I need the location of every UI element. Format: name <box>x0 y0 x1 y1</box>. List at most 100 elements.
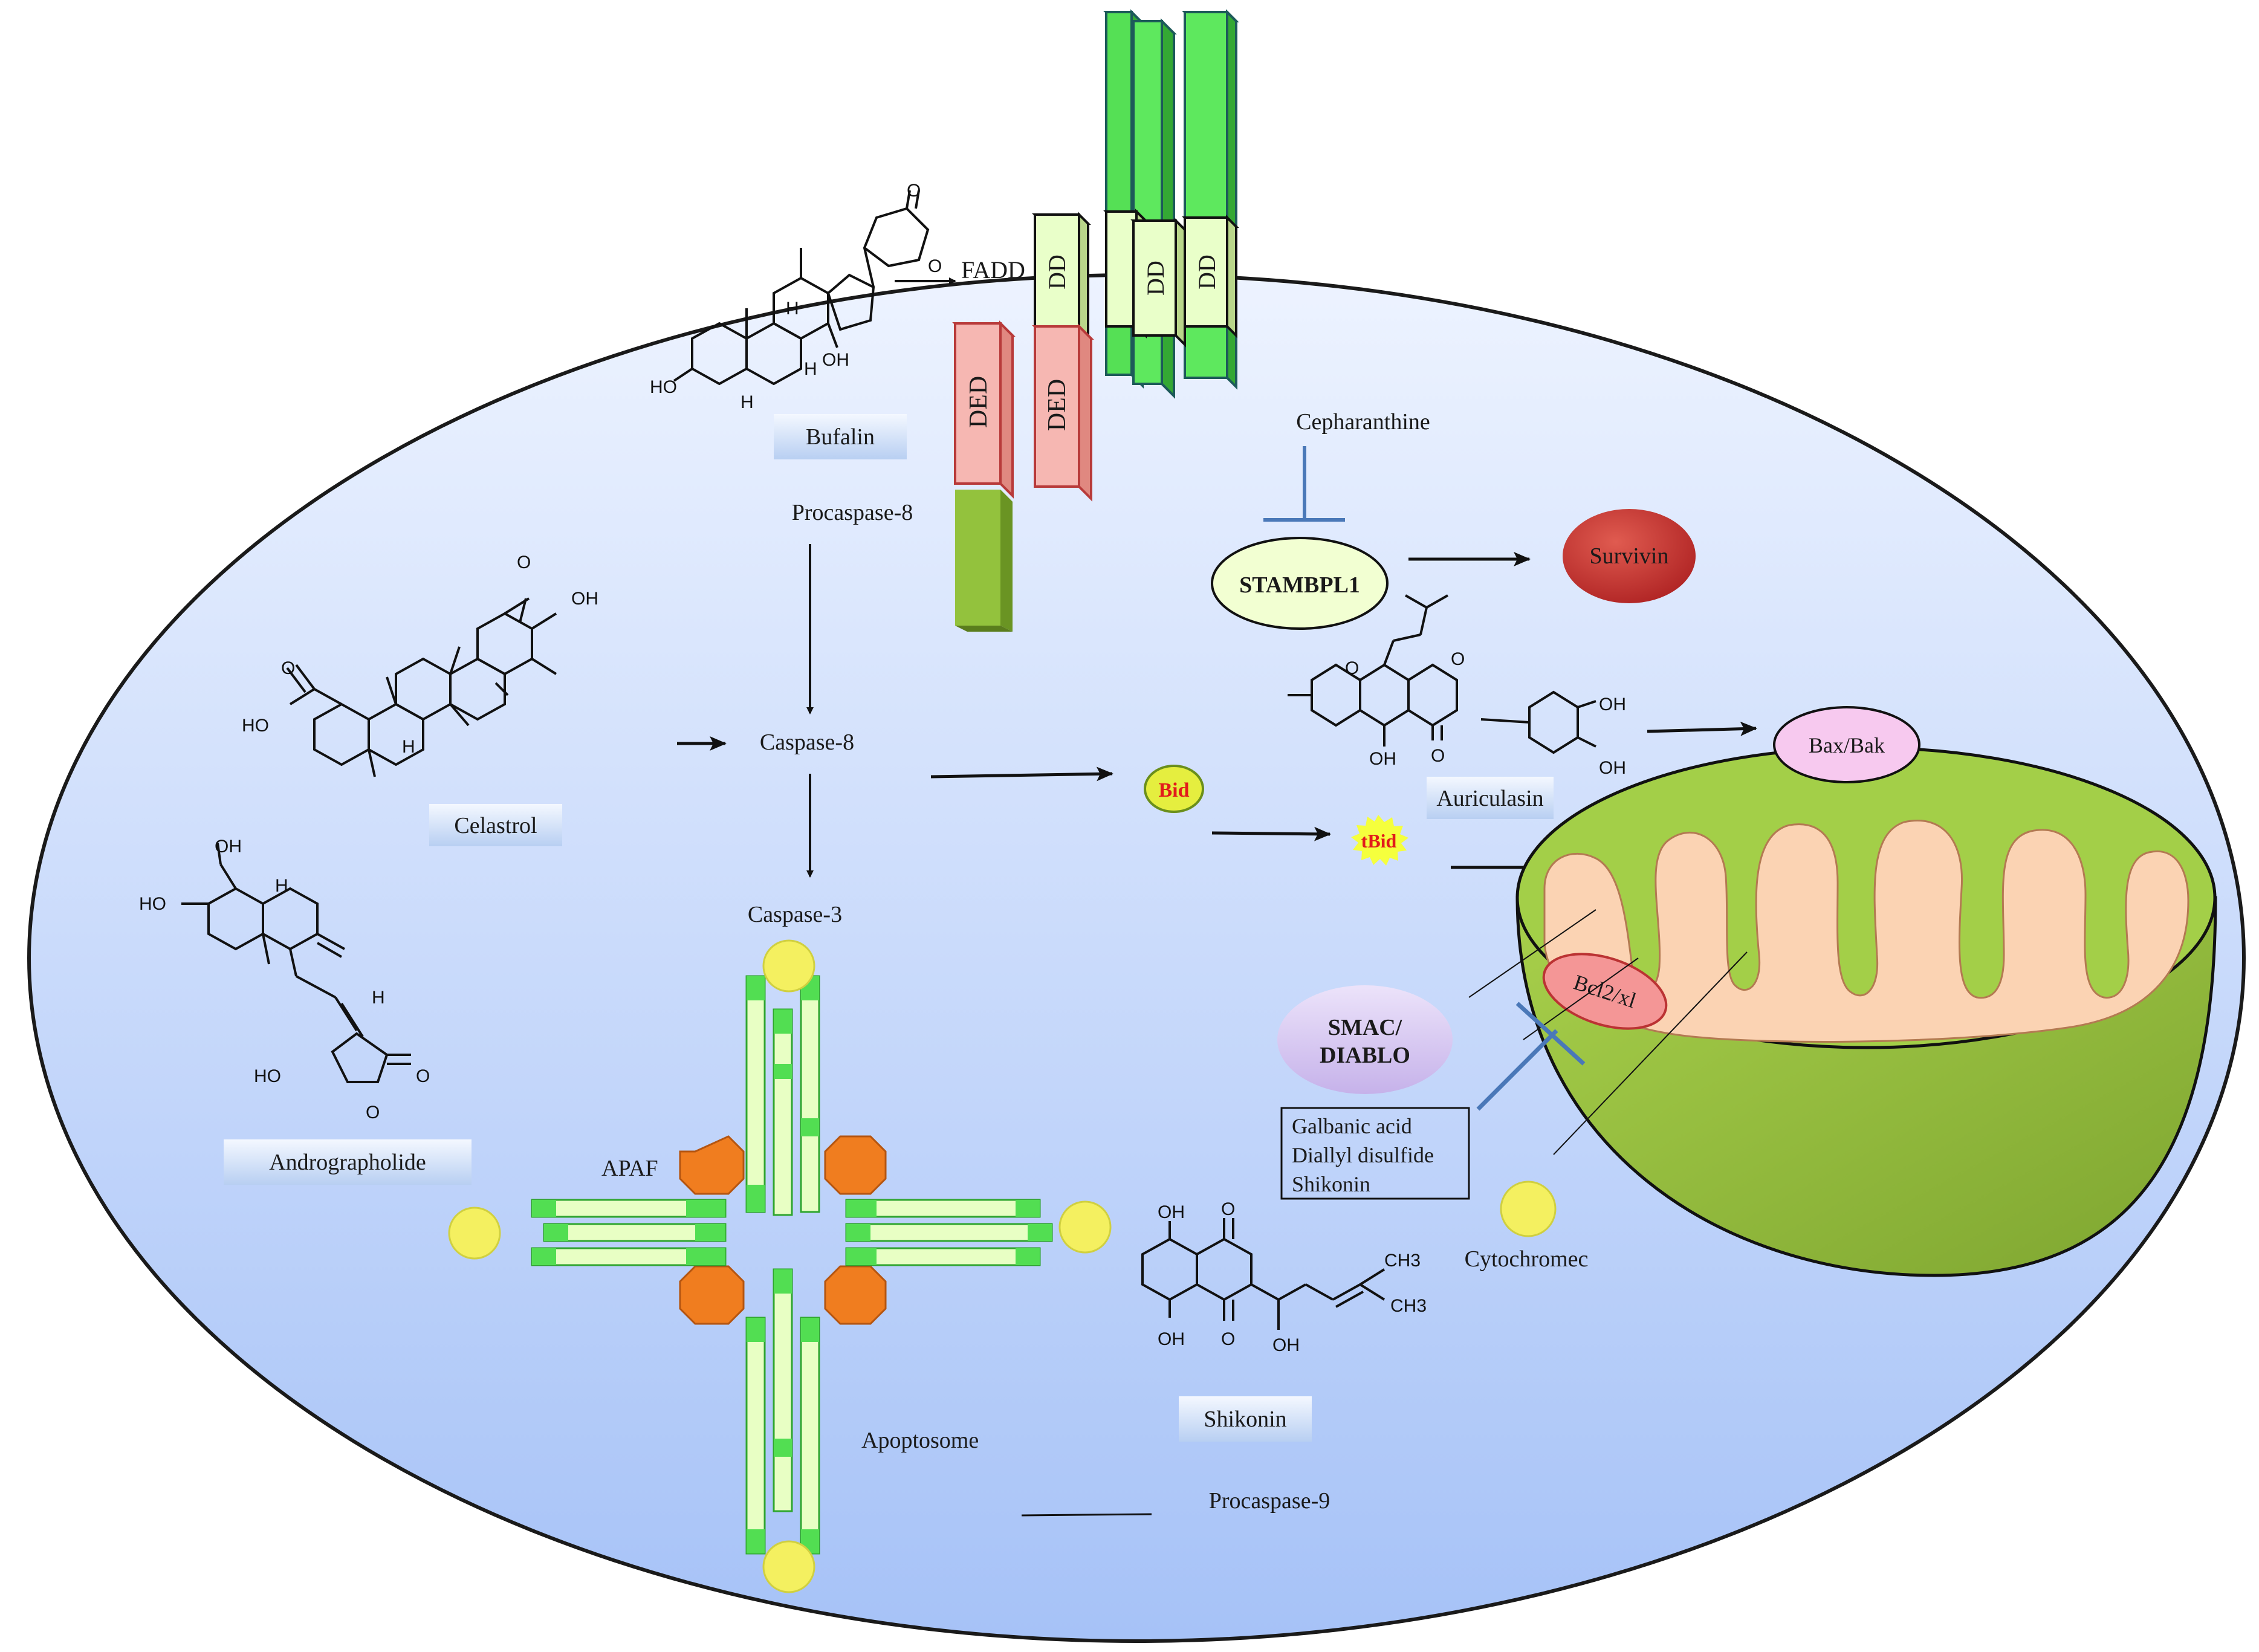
shikonin-o2: O <box>1221 1329 1235 1349</box>
inhibitors-box <box>1280 1107 1470 1200</box>
shikonin-ch3-2: CH3 <box>1390 1296 1427 1316</box>
ded-label-1: DED <box>965 376 993 428</box>
bid-label: Bid <box>1158 779 1189 802</box>
shikonin-oh3: OH <box>1272 1335 1300 1355</box>
procaspase9-label: Procaspase-9 <box>1209 1488 1330 1514</box>
dd-label-2: DD <box>1142 261 1169 296</box>
bufalin-ho: HO <box>650 377 677 397</box>
celastrol-label-box <box>429 804 562 846</box>
bufalin-h3: H <box>741 392 754 412</box>
release-line-cytochrome <box>1553 951 1748 1155</box>
andro-o-ring: O <box>366 1103 380 1122</box>
bufalin-h2: H <box>804 359 817 379</box>
mitochondrion-cristae <box>1543 820 2189 1043</box>
arrow-caspase8-bid <box>930 766 1113 782</box>
shikonin-label: Shikonin <box>1204 1407 1286 1432</box>
arrow-bid-tbid <box>1211 826 1331 841</box>
caspase3-label: Caspase-3 <box>748 902 842 927</box>
ded-box-right: DED <box>1032 323 1094 502</box>
celastrol-o: O <box>517 552 531 572</box>
apaf-unit <box>824 1135 887 1195</box>
auric-o2: O <box>1451 649 1465 669</box>
andro-ho2: HO <box>254 1066 281 1086</box>
andro-ho: HO <box>139 894 166 914</box>
bid-node <box>1144 765 1204 813</box>
ded-box-left: DED <box>952 320 1016 499</box>
stambpl1-label: STAMBPL1 <box>1239 572 1360 598</box>
cytochrome-label: Cytochromec <box>1465 1246 1589 1272</box>
fadd-label: FADD <box>961 256 1025 283</box>
procaspase9-line <box>1021 1513 1152 1517</box>
bcl2-node <box>1542 953 1668 1030</box>
bufalin-label: Bufalin <box>806 424 875 450</box>
shikonin-oh2: OH <box>1158 1329 1185 1349</box>
bufalin-label-box <box>774 414 907 459</box>
auriculasin-structure <box>1288 594 1596 754</box>
apaf-unit <box>679 1265 745 1325</box>
procaspase8-domain <box>955 490 1013 632</box>
celastrol-h: H <box>402 737 415 757</box>
baxbak-node <box>1773 706 1920 783</box>
inhibit-line-bcl2 <box>1476 1029 1558 1111</box>
ded-label-2: DED <box>1043 379 1071 431</box>
survivin-node <box>1563 509 1696 603</box>
andro-oh: OH <box>215 837 242 857</box>
auriculasin-label-box <box>1427 777 1554 819</box>
fadd-dd-box: DD <box>1032 212 1091 338</box>
celastrol-o2: O <box>281 658 295 678</box>
baxbak-label: Bax/Bak <box>1809 733 1885 757</box>
celastrol-structure <box>286 597 557 777</box>
celastrol-label: Celastrol <box>454 813 537 838</box>
andrographolide-label: Andrographolide <box>269 1150 426 1175</box>
inhibitor-2: Diallyl disulfide <box>1292 1143 1434 1167</box>
auric-o3: O <box>1431 746 1445 766</box>
apaf-label: APAF <box>601 1156 658 1181</box>
stambpl1-node <box>1211 537 1389 630</box>
shikonin-label-box <box>1179 1396 1312 1442</box>
caspase-node <box>448 1207 501 1260</box>
caspase8-label: Caspase-8 <box>760 730 854 755</box>
procaspase8-label: Procaspase-8 <box>792 500 913 525</box>
smac-label-line1: SMAC/ <box>1328 1015 1402 1040</box>
dd-label-1: DD <box>1043 254 1071 290</box>
cytochrome-c-node <box>1500 1181 1557 1237</box>
caspase-node <box>1058 1200 1112 1254</box>
apaf-unit <box>679 1135 745 1195</box>
mitochondrion <box>1515 746 2217 1277</box>
auric-oh1: OH <box>1369 749 1396 769</box>
andro-o: O <box>416 1066 430 1086</box>
auriculasin-label: Auriculasin <box>1436 786 1543 811</box>
release-line-smac <box>1468 909 1596 998</box>
death-receptor: DD DD <box>1103 9 1239 399</box>
tbid-label: tBid <box>1361 830 1397 852</box>
auric-o1: O <box>1345 658 1359 678</box>
auric-oh2: OH <box>1599 695 1626 714</box>
dd-label-3: DD <box>1193 254 1220 290</box>
shikonin-ch3-1: CH3 <box>1384 1251 1421 1271</box>
andrographolide-label-box <box>224 1139 472 1185</box>
arrow-auriculasin-baxbak <box>1647 721 1757 736</box>
celastrol-ho: HO <box>242 716 269 736</box>
caspase-node <box>762 1540 815 1593</box>
auric-oh3: OH <box>1599 758 1626 778</box>
receptor-dd-box: DD <box>1182 215 1239 338</box>
bufalin-structure <box>673 190 930 386</box>
apoptosome-label: Apoptosome <box>861 1428 979 1453</box>
bufalin-oh: OH <box>822 350 849 370</box>
inhibitor-3: Shikonin <box>1292 1172 1370 1196</box>
apaf-unit <box>824 1265 887 1325</box>
shikonin-o1: O <box>1221 1199 1235 1219</box>
inhibit-bar-bcl2 <box>1515 1002 1586 1066</box>
smac-diablo-node <box>1277 985 1453 1094</box>
receptor-dd-box: DD <box>1130 218 1188 348</box>
tbid-node <box>1351 815 1408 866</box>
apoptosome-complex <box>448 939 1112 1593</box>
bufalin-o: O <box>907 181 921 201</box>
cepharanthine-label: Cepharanthine <box>1296 409 1430 435</box>
smac-label-line2: DIABLO <box>1320 1043 1410 1068</box>
shikonin-structure <box>1141 1218 1386 1330</box>
andro-h1: H <box>275 876 288 896</box>
bufalin-o-ring: O <box>928 256 942 276</box>
